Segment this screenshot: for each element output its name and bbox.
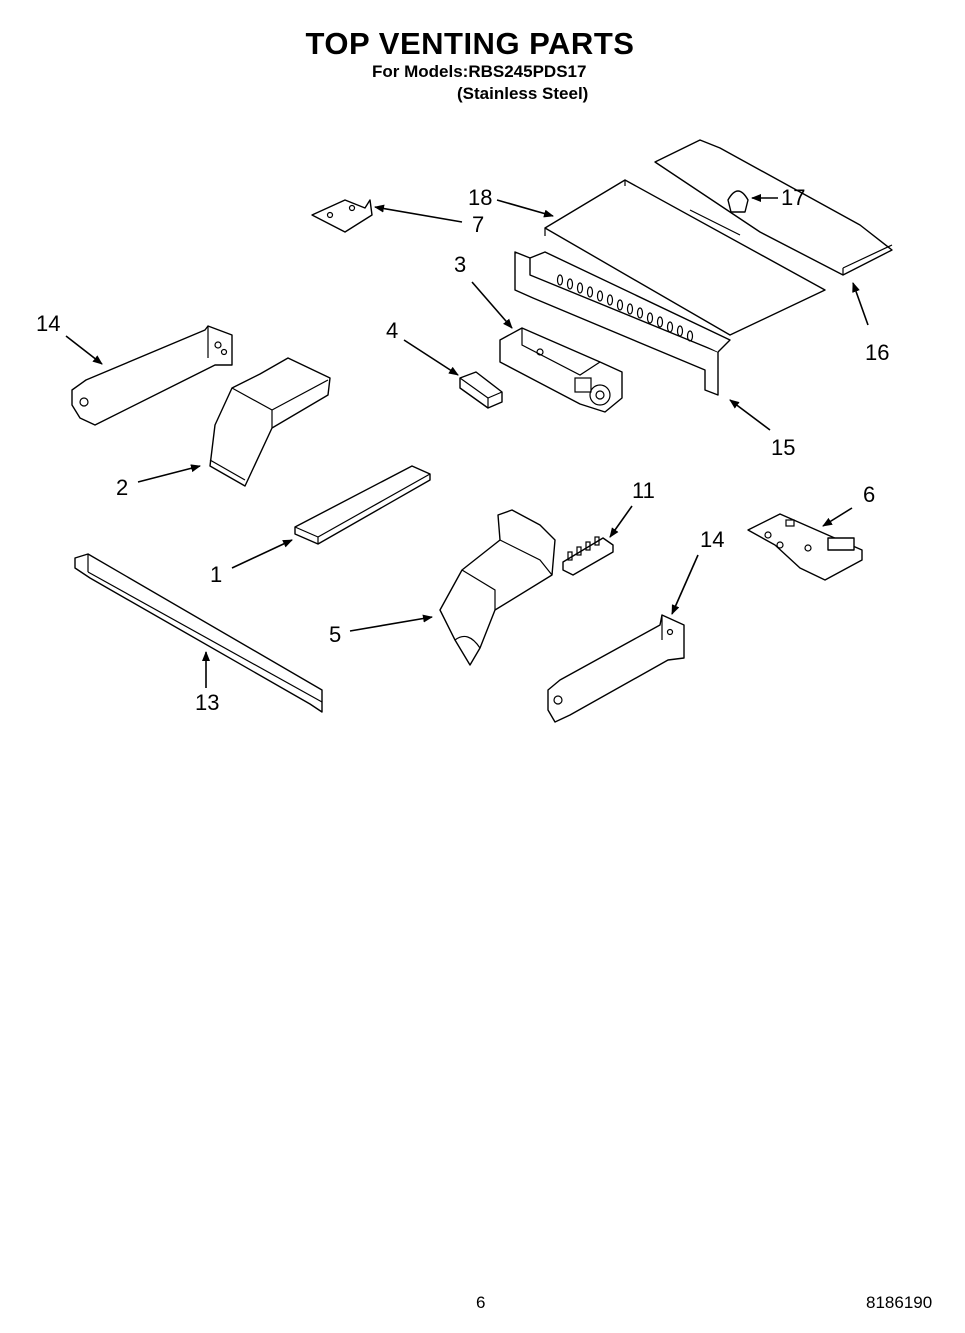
part-2-duct bbox=[209, 357, 331, 487]
callout-2: 2 bbox=[116, 475, 128, 500]
part-3-blower-assembly bbox=[499, 327, 623, 413]
part-18-vent-plate bbox=[544, 179, 826, 336]
callout-4: 4 bbox=[386, 318, 398, 343]
callout-1: 1 bbox=[210, 562, 222, 587]
part-14-side-bracket-right bbox=[547, 614, 685, 723]
finish-line: (Stainless Steel) bbox=[457, 84, 589, 103]
part-15-vent-channel bbox=[514, 251, 731, 396]
part-16-cover-panel bbox=[654, 139, 893, 276]
page-title: TOP VENTING PARTS bbox=[305, 26, 635, 61]
part-7-bracket bbox=[311, 199, 373, 233]
part-5-deflector bbox=[439, 509, 556, 666]
page-number: 6 bbox=[476, 1293, 486, 1312]
callout-6: 6 bbox=[863, 482, 875, 507]
callout-3: 3 bbox=[454, 252, 466, 277]
callout-18: 18 bbox=[468, 185, 492, 210]
part-13-long-rail bbox=[74, 553, 323, 713]
callout-11: 11 bbox=[632, 478, 655, 503]
callout-14-right: 14 bbox=[700, 527, 724, 552]
part-4-block bbox=[459, 371, 503, 409]
callout-14-left: 14 bbox=[36, 311, 60, 336]
part-1-strip bbox=[294, 465, 431, 545]
leader-lines bbox=[65, 194, 869, 688]
document-number: 8186190 bbox=[866, 1293, 933, 1312]
callout-15: 15 bbox=[771, 435, 795, 460]
part-17-clip bbox=[727, 190, 749, 213]
models-line: For Models:RBS245PDS17 bbox=[372, 62, 587, 81]
vent-slots bbox=[556, 274, 694, 342]
callout-7: 7 bbox=[472, 212, 484, 237]
callout-5: 5 bbox=[329, 622, 341, 647]
part-14-side-bracket-left bbox=[71, 325, 233, 426]
part-6-mounting-plate bbox=[747, 513, 863, 581]
callout-13: 13 bbox=[195, 690, 219, 715]
part-11-terminal-block bbox=[562, 536, 614, 576]
callout-17: 17 bbox=[781, 185, 805, 210]
callout-16: 16 bbox=[865, 340, 889, 365]
